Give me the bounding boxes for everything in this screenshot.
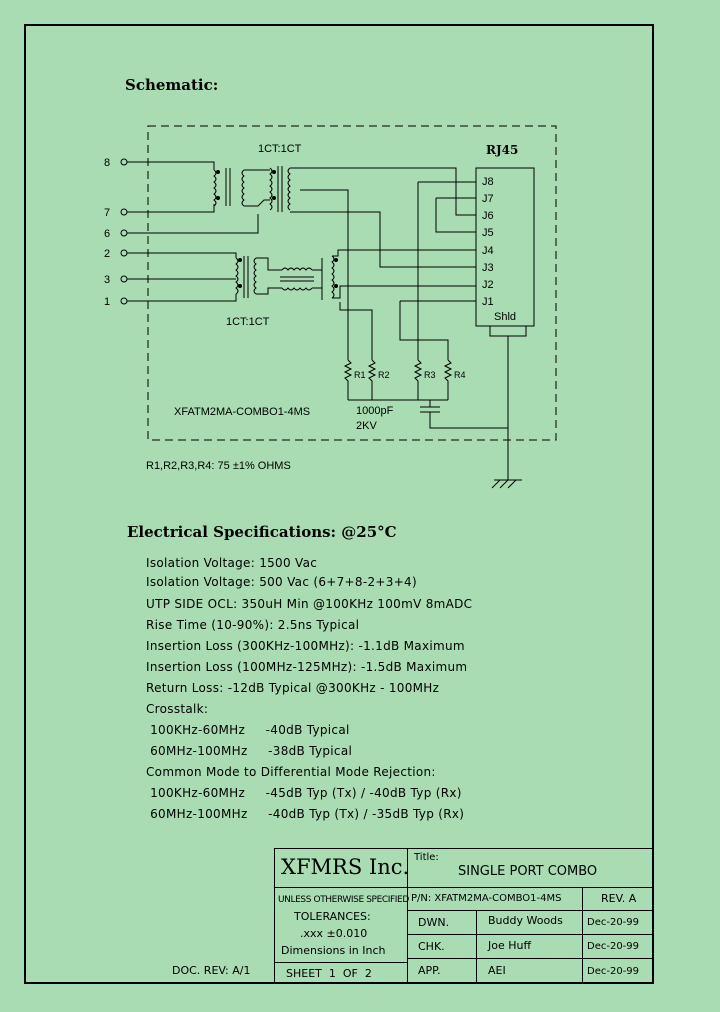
shield-label: Shld bbox=[494, 311, 516, 323]
resistor-label: R3 bbox=[424, 370, 436, 380]
rj45-pin: J2 bbox=[482, 279, 494, 291]
rj45-pin: J4 bbox=[482, 245, 494, 257]
title-label: Title: bbox=[414, 852, 439, 863]
spec-line: Isolation Voltage: 500 Vac (6+7+8-2+3+4) bbox=[146, 575, 417, 589]
spec-line: Crosstalk: bbox=[146, 702, 209, 716]
schematic-diagram: 8 7 6 2 3 1 1CT:1CT 1CT:1CT RJ45 J8 J7 J… bbox=[104, 125, 557, 489]
app-label: APP. bbox=[418, 964, 441, 977]
part-name: XFATM2MA-COMBO1-4MS bbox=[174, 406, 310, 418]
cap-value: 1000pF bbox=[356, 405, 394, 417]
electrical-heading: Electrical Specifications: @25°C bbox=[127, 523, 397, 541]
spec-line: Common Mode to Differential Mode Rejecti… bbox=[146, 765, 436, 779]
spec-line: UTP SIDE OCL: 350uH Min @100KHz 100mV 8m… bbox=[146, 597, 473, 611]
spec-line: Return Loss: -12dB Typical @300KHz - 100… bbox=[146, 681, 440, 695]
ratio-bottom: 1CT:1CT bbox=[226, 316, 270, 328]
spec-line: Insertion Loss (300KHz-100MHz): -1.1dB M… bbox=[146, 639, 465, 653]
chk-name: Joe Huff bbox=[488, 939, 532, 952]
app-date: Dec-20-99 bbox=[587, 966, 640, 977]
rj45-pin: J6 bbox=[482, 210, 494, 222]
spec-line: 100KHz-60MHz -45dB Typ (Tx) / -40dB Typ … bbox=[146, 786, 462, 800]
resistor-label: R1 bbox=[354, 370, 366, 380]
unless-note: UNLESS OTHERWISE SPECIFIED bbox=[278, 895, 409, 905]
pin-label: 3 bbox=[104, 274, 110, 286]
pin-label: 6 bbox=[104, 228, 110, 240]
doc-revision: DOC. REV: A/1 bbox=[172, 964, 251, 977]
spec-line: Isolation Voltage: 1500 Vac bbox=[146, 556, 318, 570]
resistor-label: R2 bbox=[378, 370, 390, 380]
schematic-heading: Schematic: bbox=[125, 76, 219, 94]
app-date-cell bbox=[582, 958, 654, 984]
drawing-title: SINGLE PORT COMBO bbox=[458, 864, 598, 879]
spec-line: Insertion Loss (100MHz-125MHz): -1.5dB M… bbox=[146, 660, 468, 674]
tolerance-value: .xxx ±0.010 bbox=[300, 927, 368, 940]
chk-label: CHK. bbox=[418, 940, 445, 953]
resistor-note: R1,R2,R3,R4: 75 ±1% OHMS bbox=[146, 460, 291, 472]
sheet-cell bbox=[274, 962, 408, 984]
rj45-label: RJ45 bbox=[486, 143, 518, 157]
pin-label: 2 bbox=[104, 248, 110, 260]
rj45-pin: J8 bbox=[482, 176, 494, 188]
company-name: XFMRS Inc. bbox=[281, 855, 410, 879]
rj45-pin: J5 bbox=[482, 227, 494, 239]
pin-label: 7 bbox=[104, 207, 110, 219]
part-number: P/N: XFATM2MA-COMBO1-4MS bbox=[411, 893, 562, 904]
tolerances-label: TOLERANCES: bbox=[294, 910, 371, 923]
resistor-label: R4 bbox=[454, 370, 466, 380]
dwn-name: Buddy Woods bbox=[488, 914, 563, 927]
app-name: AEI bbox=[488, 964, 506, 977]
dwn-date: Dec-20-99 bbox=[587, 917, 640, 928]
rj45-pin: J1 bbox=[482, 296, 494, 308]
revision: REV. A bbox=[601, 892, 637, 905]
ratio-top: 1CT:1CT bbox=[258, 143, 302, 155]
spec-line: 60MHz-100MHz -40dB Typ (Tx) / -35dB Typ … bbox=[146, 807, 465, 821]
cap-voltage: 2KV bbox=[356, 420, 377, 432]
spec-line: Rise Time (10-90%): 2.5ns Typical bbox=[146, 618, 360, 632]
chk-date: Dec-20-99 bbox=[587, 941, 640, 952]
pin-label: 1 bbox=[104, 296, 110, 308]
rj45-pin: J3 bbox=[482, 262, 494, 274]
sheet-number: SHEET 1 OF 2 bbox=[286, 967, 372, 980]
spec-line: 60MHz-100MHz -38dB Typical bbox=[146, 744, 353, 758]
spec-line: 100KHz-60MHz -40dB Typical bbox=[146, 723, 350, 737]
dimensions-note: Dimensions in Inch bbox=[281, 944, 386, 957]
rj45-pin: J7 bbox=[482, 193, 494, 205]
pin-label: 8 bbox=[104, 157, 110, 169]
dwn-label: DWN. bbox=[418, 916, 450, 929]
